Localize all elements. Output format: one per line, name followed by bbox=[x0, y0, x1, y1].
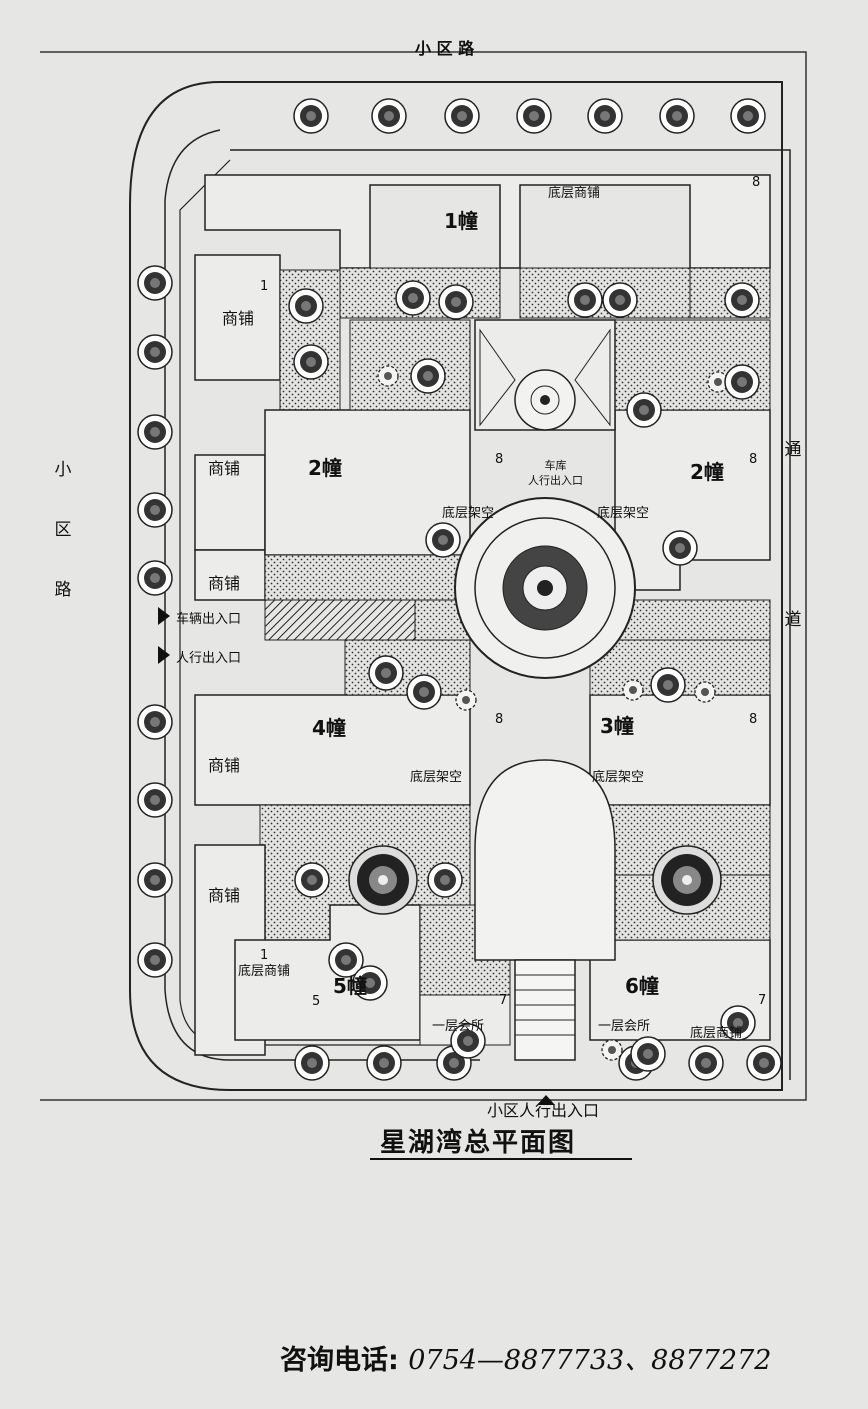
top-trees bbox=[293, 98, 766, 134]
road-outline-outer bbox=[129, 81, 783, 1091]
shop-label-2: 商铺 bbox=[208, 459, 241, 478]
building-2-right bbox=[614, 409, 771, 591]
building-3 bbox=[589, 694, 771, 806]
stilt-label-2: 底层架空 bbox=[597, 506, 650, 521]
site-boundary bbox=[40, 51, 807, 1101]
road-outline-inner bbox=[230, 149, 791, 1080]
garage-entry-label: 车库 人行出入口 bbox=[528, 459, 583, 487]
building-6-label: 6幢 bbox=[625, 974, 659, 998]
phone-label: 咨询电话: bbox=[280, 1345, 399, 1376]
contact-phone: 咨询电话: 0754—8877733、8877272 bbox=[280, 1338, 771, 1377]
central-stairs bbox=[514, 959, 576, 1061]
stair-number-1b: 1 bbox=[260, 948, 269, 963]
stair-number-8c: 8 bbox=[749, 452, 758, 467]
left-road-char-1: 小 bbox=[54, 460, 72, 480]
stair-number-8e: 8 bbox=[749, 712, 758, 727]
stair-number-8b: 8 bbox=[495, 452, 504, 467]
stilt-label-4: 底层架空 bbox=[592, 770, 645, 785]
building-4-label: 4幢 bbox=[312, 716, 346, 740]
bottom-entry-arrow bbox=[537, 1095, 555, 1105]
shop-block-2 bbox=[194, 454, 266, 551]
left-road-char-3: 路 bbox=[54, 580, 72, 600]
shop-label-1: 商铺 bbox=[222, 309, 255, 328]
stair-number-7b: 7 bbox=[758, 993, 767, 1008]
shop-block-3 bbox=[194, 549, 266, 601]
stair-number-7a: 7 bbox=[499, 993, 508, 1008]
left-trees bbox=[137, 265, 173, 978]
shop-label-4: 商铺 bbox=[208, 756, 241, 775]
title-underline bbox=[370, 1158, 632, 1160]
stilt-label-3: 底层架空 bbox=[410, 770, 463, 785]
building-2-right-label: 2幢 bbox=[690, 460, 724, 484]
lower-plaza bbox=[474, 759, 616, 961]
plan-title: 星湖湾总平面图 bbox=[380, 1128, 577, 1158]
vehicle-ramp bbox=[264, 599, 416, 641]
building-4 bbox=[194, 694, 471, 806]
right-road-char-1: 通 bbox=[784, 440, 802, 460]
building-1 bbox=[204, 174, 771, 269]
stair-number-8a: 8 bbox=[752, 175, 761, 190]
pedestrian-entry-arrow bbox=[158, 646, 170, 664]
building-2-left-label: 2幢 bbox=[308, 456, 342, 480]
building-1-label: 1幢 bbox=[444, 209, 478, 233]
top-road-label: 小 区 路 bbox=[415, 39, 475, 58]
shop-label-3: 商铺 bbox=[208, 574, 241, 593]
building-5-label: 5幢 bbox=[333, 974, 367, 998]
bottom-entry-label: 小区人行出入口 bbox=[487, 1101, 600, 1120]
vehicle-entry-label: 车辆出入口 bbox=[176, 612, 242, 627]
clubhouse-label-1: 一层会所 bbox=[432, 1019, 485, 1034]
ground-shop-label-1: 底层商铺 bbox=[548, 186, 601, 201]
ground-shop-label-3: 底层商铺 bbox=[690, 1026, 743, 1041]
left-road-char-2: 区 bbox=[54, 520, 72, 540]
stair-number-1a: 1 bbox=[260, 279, 269, 294]
stair-number-5: 5 bbox=[312, 994, 321, 1009]
shop-label-5: 商铺 bbox=[208, 886, 241, 905]
clubhouse-label-2: 一层会所 bbox=[598, 1019, 651, 1034]
shop-block-1 bbox=[194, 254, 281, 381]
vehicle-entry-arrow bbox=[158, 607, 170, 625]
pedestrian-entry-label: 人行出入口 bbox=[176, 651, 242, 666]
stilt-label-1: 底层架空 bbox=[442, 506, 495, 521]
road-inner-left bbox=[164, 129, 480, 1061]
phone-numbers: 0754—8877733、8877272 bbox=[408, 1345, 772, 1376]
ground-shop-label-2: 底层商铺 bbox=[238, 964, 291, 979]
building-3-label: 3幢 bbox=[600, 714, 634, 738]
stair-number-8d: 8 bbox=[495, 712, 504, 727]
right-road-char-2: 道 bbox=[784, 610, 802, 630]
